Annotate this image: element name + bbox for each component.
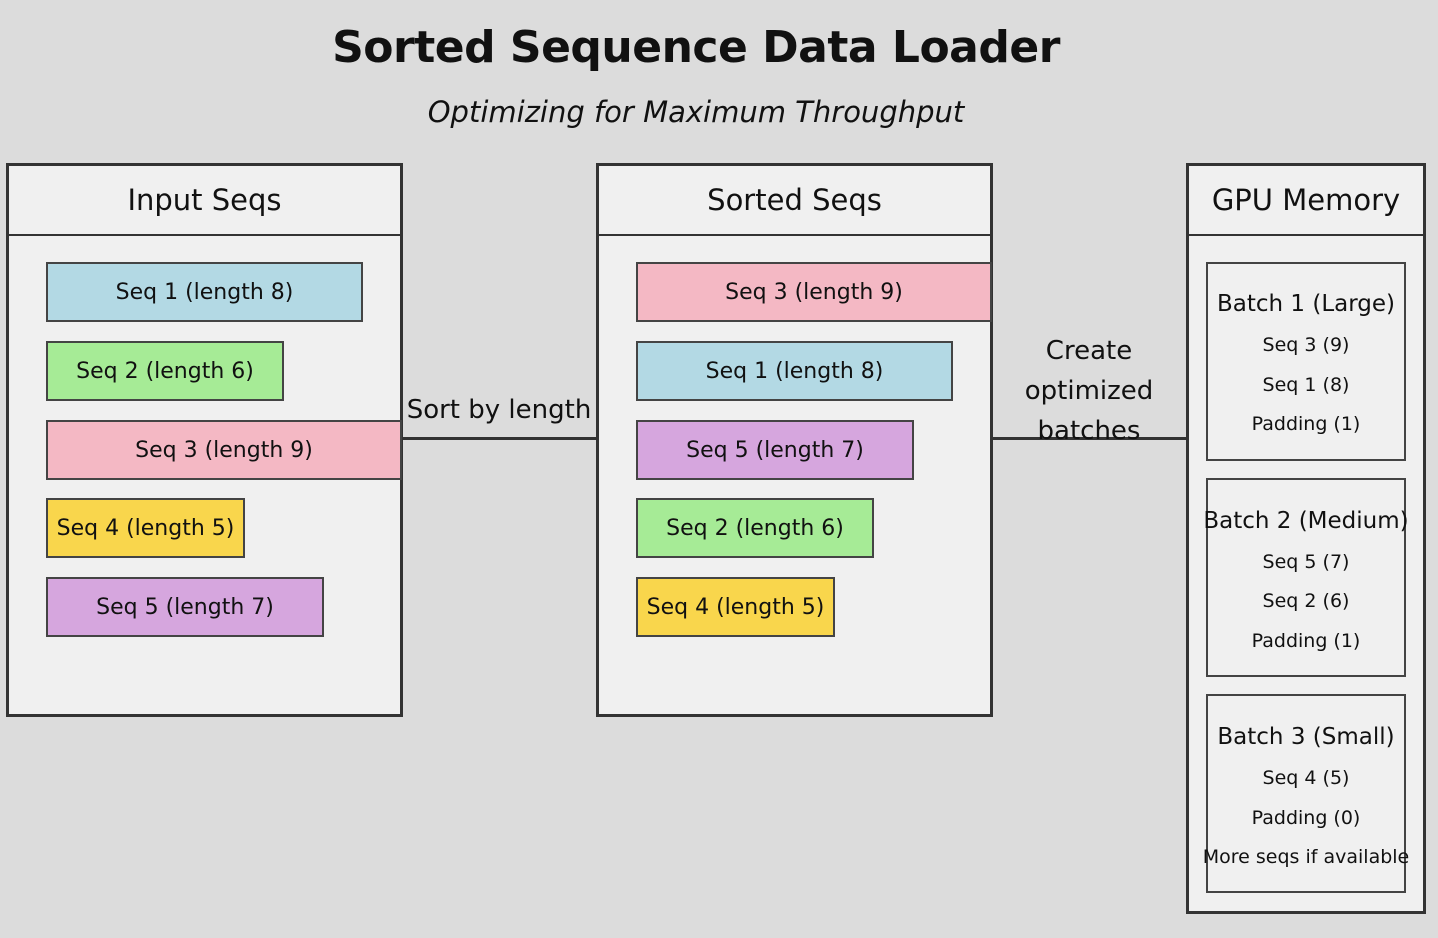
batch-line: More seqs if available bbox=[1202, 846, 1410, 868]
sorted-seq-item: Seq 3 (length 9) bbox=[636, 262, 992, 322]
batch-line: Seq 4 (5) bbox=[1262, 767, 1350, 789]
batch-connector-label: Create optimized batches bbox=[990, 331, 1188, 451]
input-seq-label: Seq 3 (length 9) bbox=[135, 437, 313, 463]
sorted-seq-label: Seq 2 (length 6) bbox=[666, 515, 844, 541]
batch-connector-label-line-1: Create bbox=[1045, 336, 1133, 366]
page-subtitle: Optimizing for Maximum Throughput bbox=[427, 95, 965, 129]
batch-title: Batch 3 (Small) bbox=[1217, 724, 1395, 750]
batch-connector-line bbox=[990, 437, 1188, 440]
batch-line: Padding (1) bbox=[1251, 413, 1361, 435]
sorted-seq-label: Seq 4 (length 5) bbox=[646, 594, 825, 620]
sorted-seq-label: Seq 3 (length 9) bbox=[725, 279, 903, 305]
batch-line: Seq 1 (8) bbox=[1262, 374, 1350, 396]
batch-line: Padding (1) bbox=[1251, 630, 1361, 652]
batch-line: Seq 3 (9) bbox=[1262, 334, 1350, 356]
input-seq-label: Seq 5 (length 7) bbox=[96, 594, 274, 620]
batch-line: Seq 2 (6) bbox=[1262, 590, 1350, 612]
input-seqs-header: Input Seqs bbox=[9, 166, 400, 236]
batch-card-3: Batch 3 (Small) Seq 4 (5) Padding (0) Mo… bbox=[1203, 694, 1409, 893]
batch-connector-label-line-3: batches bbox=[1037, 416, 1141, 446]
sorted-seq-label: Seq 1 (length 8) bbox=[705, 358, 884, 384]
gpu-memory-header: GPU Memory bbox=[1189, 166, 1423, 236]
batch-card-1: Batch 1 (Large) Seq 3 (9) Seq 1 (8) Padd… bbox=[1206, 262, 1406, 461]
batch-title: Batch 1 (Large) bbox=[1216, 291, 1396, 317]
sorted-seq-item: Seq 5 (length 7) bbox=[636, 420, 914, 480]
batch-line: Seq 5 (7) bbox=[1262, 551, 1350, 573]
input-seq-item: Seq 3 (length 9) bbox=[46, 420, 402, 480]
sort-connector-label: Sort by length bbox=[406, 395, 592, 425]
input-seq-item: Seq 1 (length 8) bbox=[46, 262, 363, 322]
sorted-seq-item: Seq 4 (length 5) bbox=[636, 577, 835, 637]
batch-card-2: Batch 2 (Medium) Seq 5 (7) Seq 2 (6) Pad… bbox=[1203, 478, 1409, 677]
batch-connector-label-line-2: optimized bbox=[1024, 376, 1154, 406]
sorted-seqs-header: Sorted Seqs bbox=[599, 166, 990, 236]
batch-line: Padding (0) bbox=[1251, 807, 1361, 829]
page-title: Sorted Sequence Data Loader bbox=[332, 22, 1060, 73]
input-seq-item: Seq 2 (length 6) bbox=[46, 341, 284, 401]
sorted-seq-item: Seq 2 (length 6) bbox=[636, 498, 874, 558]
input-seq-label: Seq 2 (length 6) bbox=[76, 358, 254, 384]
sorted-seq-label: Seq 5 (length 7) bbox=[686, 437, 864, 463]
sorted-seq-item: Seq 1 (length 8) bbox=[636, 341, 953, 401]
input-seq-label: Seq 1 (length 8) bbox=[115, 279, 294, 305]
sort-connector-line bbox=[400, 437, 598, 440]
input-seq-item: Seq 5 (length 7) bbox=[46, 577, 324, 637]
input-seq-label: Seq 4 (length 5) bbox=[56, 515, 235, 541]
input-seq-item: Seq 4 (length 5) bbox=[46, 498, 245, 558]
batch-title: Batch 2 (Medium) bbox=[1203, 508, 1409, 534]
